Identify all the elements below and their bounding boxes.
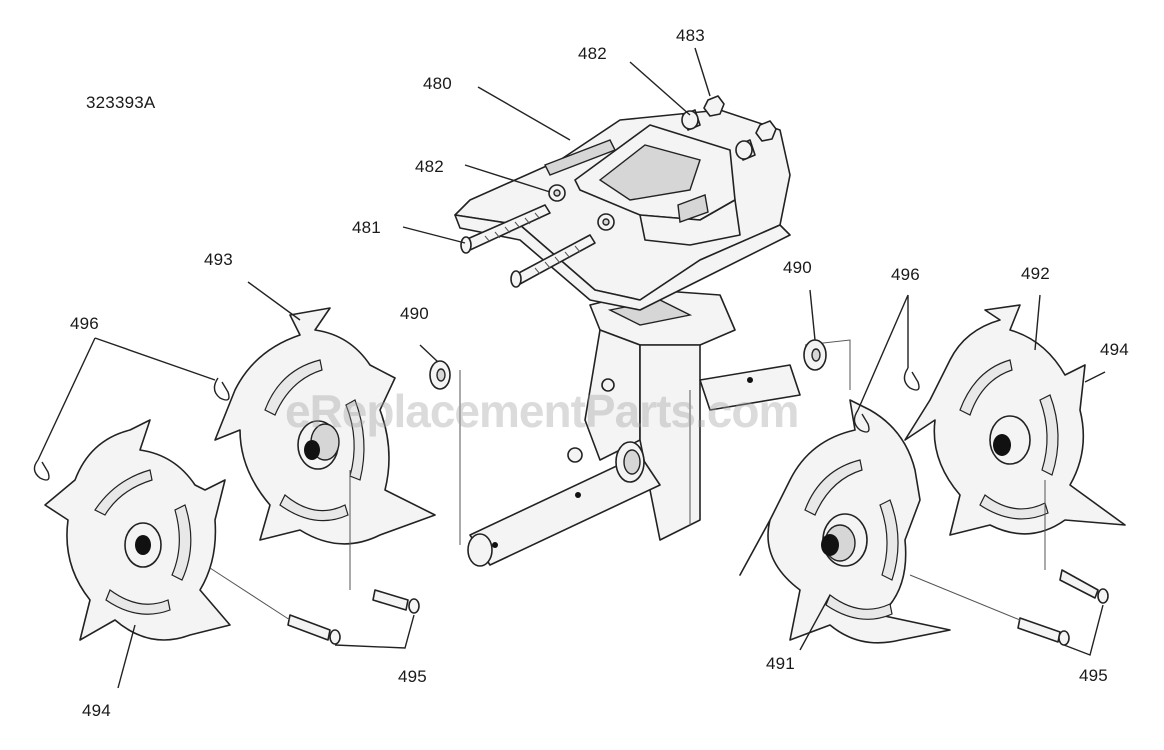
callout-491: 491 xyxy=(766,654,795,673)
callout-495-left: 495 xyxy=(398,667,427,686)
callout-492: 492 xyxy=(1021,264,1050,283)
drawing-number: 323393A xyxy=(86,93,156,112)
callout-494-right: 494 xyxy=(1100,340,1129,359)
callout-496-right: 496 xyxy=(891,265,920,284)
callout-496-left: 496 xyxy=(70,314,99,333)
spacers-and-nuts xyxy=(548,95,777,231)
washers xyxy=(429,339,827,390)
hairpin-clips xyxy=(33,367,920,481)
callout-493: 493 xyxy=(204,250,233,269)
callout-480: 480 xyxy=(423,74,452,93)
shield-bolts xyxy=(460,204,596,288)
callout-481: 481 xyxy=(352,218,381,237)
callout-490-right: 490 xyxy=(783,258,812,277)
callout-482-left: 482 xyxy=(415,157,444,176)
tine-492 xyxy=(904,304,1126,536)
tine-shaft-assembly xyxy=(459,289,851,567)
tine-491 xyxy=(739,399,951,644)
callout-495-right: 495 xyxy=(1079,666,1108,685)
callout-483: 483 xyxy=(676,26,705,45)
callout-leader-lines xyxy=(37,47,1106,689)
callout-494-left: 494 xyxy=(82,701,111,720)
tine-494-left xyxy=(44,419,231,641)
clevis-pins xyxy=(287,569,1109,646)
callout-490-left: 490 xyxy=(400,304,429,323)
tine-493 xyxy=(214,307,436,545)
watermark: eReplacementParts.com xyxy=(285,385,799,437)
tine-shield xyxy=(454,109,791,311)
callout-482-top: 482 xyxy=(578,44,607,63)
